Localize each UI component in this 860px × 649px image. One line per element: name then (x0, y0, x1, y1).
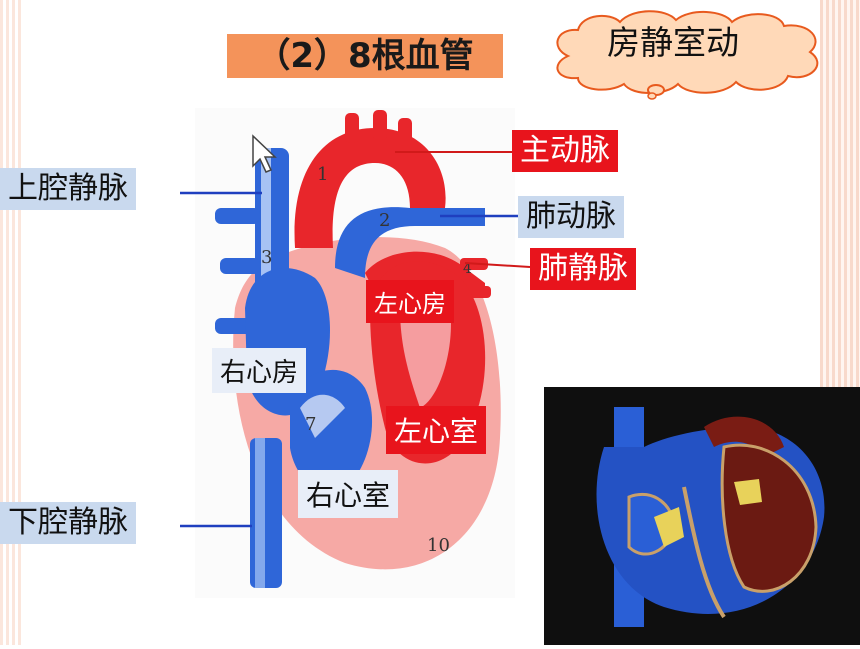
pulmonary-artery-trunk (335, 207, 485, 278)
callout-text: 房静室动 (607, 23, 739, 62)
label-pulmonary-vein: 肺静脉 (530, 248, 636, 290)
label-left-atrium: 左心房 (366, 280, 454, 323)
label-left-ventricle: 左心室 (386, 406, 487, 454)
aorta-arch (294, 128, 446, 248)
number-1: 1 (317, 164, 328, 185)
number-10: 10 (427, 535, 450, 556)
label-pulmonary-artery: 肺动脉 (518, 196, 624, 238)
number-4: 4 (463, 261, 472, 277)
number-2: 2 (379, 210, 390, 231)
callout-cloud (556, 10, 819, 100)
heart-model-photo (544, 387, 860, 645)
label-superior-vena-cava: 上腔静脉 (0, 168, 136, 210)
label-aorta: 主动脉 (512, 130, 618, 172)
label-right-ventricle: 右心室 (298, 470, 399, 518)
number-3: 3 (261, 247, 272, 268)
number-7: 7 (305, 414, 316, 435)
left-border-stripe (0, 0, 22, 645)
label-right-atrium: 右心房 (212, 348, 307, 393)
heart-model-illustration (544, 387, 860, 645)
slide-title: （2）8根血管 (227, 34, 503, 78)
mouse-cursor-icon (252, 134, 277, 173)
label-inferior-vena-cava: 下腔静脉 (0, 502, 136, 544)
